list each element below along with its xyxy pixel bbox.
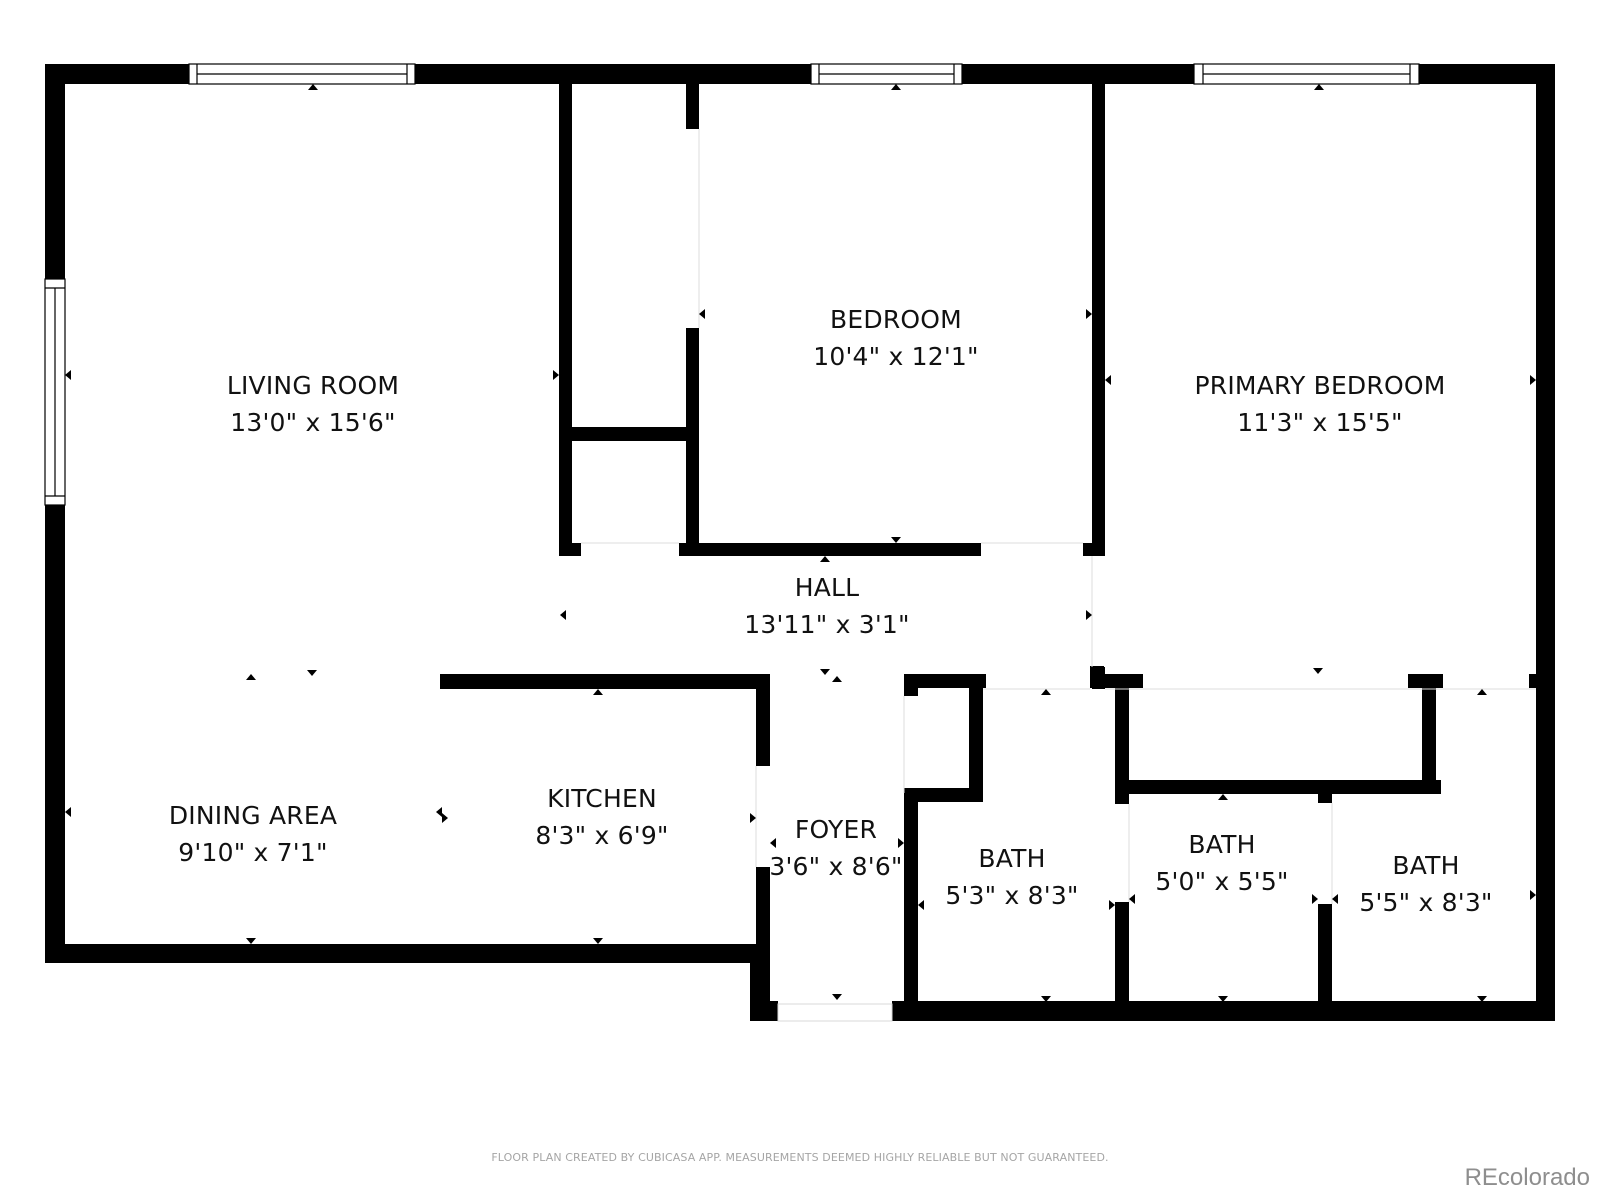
room-dimensions: 13'11" x 3'1"	[744, 610, 910, 639]
room-label-bedroom: BEDROOM 10'4" x 12'1"	[813, 301, 978, 375]
room-label-kitchen: KITCHEN 8'3" x 6'9"	[535, 780, 668, 854]
room-label-living-room: LIVING ROOM 13'0" x 15'6"	[227, 367, 399, 441]
room-label-primary-bedroom: PRIMARY BEDROOM 11'3" x 15'5"	[1195, 367, 1446, 441]
room-label-dining-area: DINING AREA 9'10" x 7'1"	[169, 797, 337, 871]
room-dimensions: 11'3" x 15'5"	[1237, 408, 1403, 437]
windows	[44, 63, 1420, 506]
room-name: BATH	[978, 844, 1046, 873]
room-label-hall: HALL 13'11" x 3'1"	[744, 569, 909, 643]
room-dimensions: 5'3" x 8'3"	[945, 881, 1079, 910]
room-name: FOYER	[794, 815, 878, 844]
disclaimer-text: FLOOR PLAN CREATED BY CUBICASA APP. MEAS…	[491, 1151, 1109, 1164]
room-dimensions: 3'6" x 8'6"	[769, 852, 903, 881]
room-label-bath-3: BATH 5'5" x 8'3"	[1359, 847, 1492, 921]
brand-watermark: REcolorado	[1464, 1164, 1590, 1191]
room-label-bath-1: BATH 5'3" x 8'3"	[945, 840, 1078, 914]
walls	[45, 64, 1555, 1021]
room-dimensions: 8'3" x 6'9"	[535, 821, 669, 850]
room-dimensions: 5'0" x 5'5"	[1155, 867, 1289, 896]
room-label-foyer: FOYER 3'6" x 8'6"	[769, 811, 902, 885]
room-name: BEDROOM	[830, 305, 962, 334]
room-name: BATH	[1188, 830, 1256, 859]
room-dimensions: 9'10" x 7'1"	[178, 838, 328, 867]
dimension-markers	[65, 84, 1536, 1002]
room-dimensions: 5'5" x 8'3"	[1359, 888, 1493, 917]
room-dimensions: 13'0" x 15'6"	[230, 408, 396, 437]
room-name: PRIMARY BEDROOM	[1194, 371, 1446, 400]
room-name: LIVING ROOM	[226, 371, 400, 400]
door-openings	[581, 129, 1536, 1022]
room-name: KITCHEN	[547, 784, 657, 813]
room-label-bath-2: BATH 5'0" x 5'5"	[1155, 826, 1288, 900]
room-name: HALL	[794, 573, 860, 602]
room-name: DINING AREA	[168, 801, 338, 830]
room-dimensions: 10'4" x 12'1"	[813, 342, 979, 371]
room-name: BATH	[1392, 851, 1460, 880]
